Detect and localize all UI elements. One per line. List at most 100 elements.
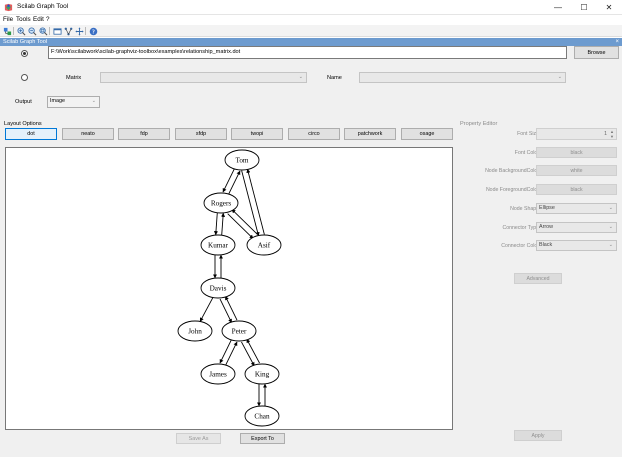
graph-node-label: James [209, 370, 227, 378]
window-title: Scilab Graph Tool [17, 3, 69, 10]
tab-dot[interactable]: dot [5, 128, 57, 140]
graph-edge-king-peter [246, 338, 260, 364]
zoom-fit-icon[interactable] [38, 26, 48, 36]
connector-type-select[interactable]: Arrow⌄ [536, 222, 617, 233]
zoom-out-icon[interactable] [27, 26, 37, 36]
node-fg-label: Node ForegroundColor [485, 187, 539, 193]
file-radio[interactable] [21, 50, 28, 57]
move-icon[interactable] [74, 26, 84, 36]
graph-edge-peter-davis [224, 295, 238, 321]
graph-node-label: John [188, 327, 202, 335]
tab-patchwork[interactable]: patchwork [344, 128, 396, 140]
chevron-down-icon: ⌄ [608, 242, 613, 248]
chevron-down-icon: ⌄ [608, 205, 613, 211]
graph-node-shape [200, 363, 236, 385]
graph-node-label: Chan [254, 412, 270, 420]
node-shape-value: Ellipse [539, 205, 555, 211]
browse-button[interactable]: Browse [574, 46, 619, 59]
save-as-button[interactable]: Save As [176, 433, 221, 444]
menu-tools[interactable]: Tools [16, 16, 31, 23]
font-size-label: Font Size [517, 131, 539, 137]
app-icon [4, 3, 13, 12]
font-size-spinner[interactable]: 1 ▲ ▼ [536, 128, 617, 140]
graph-node-shape [244, 405, 280, 427]
advanced-button[interactable]: Advanced [514, 273, 562, 284]
menu-edit[interactable]: Edit [33, 16, 44, 23]
chevron-down-icon: ⌄ [298, 74, 303, 80]
tab-fdp[interactable]: fdp [118, 128, 170, 140]
zoom-in-icon[interactable] [16, 26, 26, 36]
font-size-value: 1 [604, 131, 607, 137]
output-select[interactable]: Image⌄ [47, 96, 100, 108]
graph-node-peter[interactable]: Peter [221, 320, 257, 342]
graph-node-king[interactable]: King [244, 363, 280, 385]
matrix-radio[interactable] [21, 74, 28, 81]
menu-file[interactable]: File [3, 16, 14, 23]
graph-node-label: Rogers [211, 199, 232, 207]
panel-title: Scilab Graph Tool [3, 39, 48, 45]
graph-edge-rogers-tom [227, 170, 241, 195]
font-color-button[interactable]: black [536, 147, 617, 158]
graph-node-rogers[interactable]: Rogers [203, 192, 239, 214]
tab-osage[interactable]: osage [401, 128, 453, 140]
graph-edge-tom-asif [241, 170, 260, 237]
branch-icon[interactable] [63, 26, 73, 36]
file-path-input[interactable]: F:\Work\scilabwork\scilab-graphviz-toolb… [48, 46, 567, 59]
graph-node-shape [203, 192, 239, 214]
graph-edge-asif-rogers [231, 209, 258, 235]
toolbar-separator [49, 27, 50, 35]
toolbar-separator [85, 27, 86, 35]
title-bar: Scilab Graph Tool — ☐ ✕ [0, 0, 622, 15]
help-icon[interactable]: ? [88, 26, 98, 36]
workflow-icon[interactable] [2, 26, 12, 36]
graph-node-davis[interactable]: Davis [200, 277, 236, 299]
apply-button[interactable]: Apply [514, 430, 562, 441]
menu-help[interactable]: ? [46, 16, 50, 23]
tab-sfdp[interactable]: sfdp [175, 128, 227, 140]
graph-node-tom[interactable]: Tom [224, 149, 260, 171]
graph-node-shape [221, 320, 257, 342]
graph-node-james[interactable]: James [200, 363, 236, 385]
minimize-button[interactable]: — [554, 3, 562, 12]
graph-edge-peter-james [219, 339, 233, 364]
graph-node-shape [224, 149, 260, 171]
graph-node-asif[interactable]: Asif [246, 234, 282, 256]
graph-node-label: Davis [210, 284, 227, 292]
chevron-down-icon: ⌄ [91, 98, 96, 104]
export-to-button[interactable]: Export To [240, 433, 285, 444]
tab-circo[interactable]: circo [288, 128, 340, 140]
output-label: Output [15, 99, 32, 105]
node-shape-label: Node Shape [510, 206, 539, 212]
graph-node-shape [177, 320, 213, 342]
connector-color-select[interactable]: Black⌄ [536, 240, 617, 251]
matrix-label: Matrix [66, 75, 82, 81]
connector-color-label: Connector Color [501, 243, 539, 249]
connector-type-label: Connector Type [502, 225, 539, 231]
name-label: Name [327, 75, 342, 81]
matrix-select[interactable]: ⌄ [100, 72, 307, 83]
graph-node-chan[interactable]: Chan [244, 405, 280, 427]
window-icon[interactable] [52, 26, 62, 36]
connector-type-value: Arrow [539, 224, 554, 230]
graph-node-kumar[interactable]: Kumar [200, 234, 236, 256]
layout-options-label: Layout Options [4, 121, 42, 127]
chevron-down-icon: ⌄ [557, 74, 562, 80]
graph-node-john[interactable]: John [177, 320, 213, 342]
node-bg-color-button[interactable]: white [536, 165, 617, 176]
font-color-label: Font Color [514, 150, 539, 156]
node-shape-select[interactable]: Ellipse ⌄ [536, 203, 617, 214]
panel-close-button[interactable]: × [615, 39, 619, 45]
maximize-button[interactable]: ☐ [580, 3, 588, 12]
tab-neato[interactable]: neato [62, 128, 114, 140]
toolbar-separator [13, 27, 14, 35]
name-select[interactable]: ⌄ [359, 72, 566, 83]
node-bg-label: Node BackgroundColor [485, 168, 539, 174]
graph-node-label: Kumar [208, 241, 229, 249]
spin-up-icon[interactable]: ▲ [610, 129, 614, 134]
spin-down-icon[interactable]: ▼ [610, 134, 614, 139]
close-button[interactable]: ✕ [605, 3, 613, 12]
node-fg-color-button[interactable]: black [536, 184, 617, 195]
tab-twopi[interactable]: twopi [231, 128, 283, 140]
